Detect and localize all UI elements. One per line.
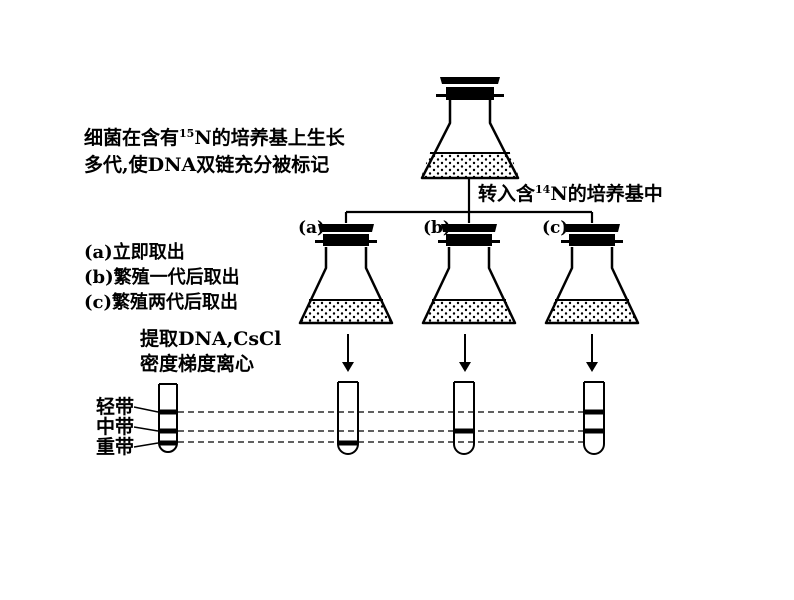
legend-b: (b)繁殖一代后取出: [84, 267, 240, 288]
band-label-heavy: 重带: [96, 436, 135, 458]
dna-band-heavy: [160, 440, 176, 446]
test-tube-outline: [583, 382, 605, 455]
test-tube-b: [453, 381, 475, 455]
method-line2: 密度梯度离心: [140, 353, 255, 375]
arrow-a: [342, 334, 354, 372]
flask-label-a: (a): [298, 218, 326, 238]
test-tube-outline: [337, 382, 359, 455]
band-label-middle: 中带: [96, 416, 135, 438]
flask-top: [420, 77, 520, 180]
band-guide-lines: [178, 411, 584, 443]
test-tube-a: [337, 381, 359, 455]
dna-band-middle: [160, 428, 176, 434]
method-line1: 提取DNA,CsCl: [140, 328, 282, 350]
dna-band-middle: [455, 428, 473, 434]
flask-label-c: (c): [542, 218, 569, 238]
flask-c: [544, 224, 640, 325]
legend-c: (c)繁殖两代后取出: [84, 292, 238, 313]
flask-label-b: (b): [423, 218, 451, 238]
dna-band-heavy: [339, 440, 357, 446]
flask-b: [421, 224, 517, 325]
arrow-c: [586, 334, 598, 372]
top-caption-line2: 多代,使DNA双链充分被标记: [84, 154, 330, 176]
top-caption-line1: 细菌在含有15N的培养基上生长: [84, 127, 345, 149]
legend-a: (a)立即取出: [84, 242, 185, 263]
test-tube-c: [583, 381, 605, 455]
test-tube-reference: [158, 383, 178, 453]
flask-a: [298, 224, 394, 325]
dna-band-middle: [585, 428, 603, 434]
arrow-b: [459, 334, 471, 372]
dna-band-light: [585, 409, 603, 415]
band-label-light: 轻带: [96, 396, 135, 418]
test-tube-outline: [453, 382, 475, 455]
test-tube-outline: [158, 384, 178, 453]
transfer-caption: 转入含14N的培养基中: [478, 183, 663, 205]
tubes-layer: [158, 381, 605, 455]
dna-band-light: [160, 409, 176, 415]
branch-connector: [344, 178, 594, 223]
